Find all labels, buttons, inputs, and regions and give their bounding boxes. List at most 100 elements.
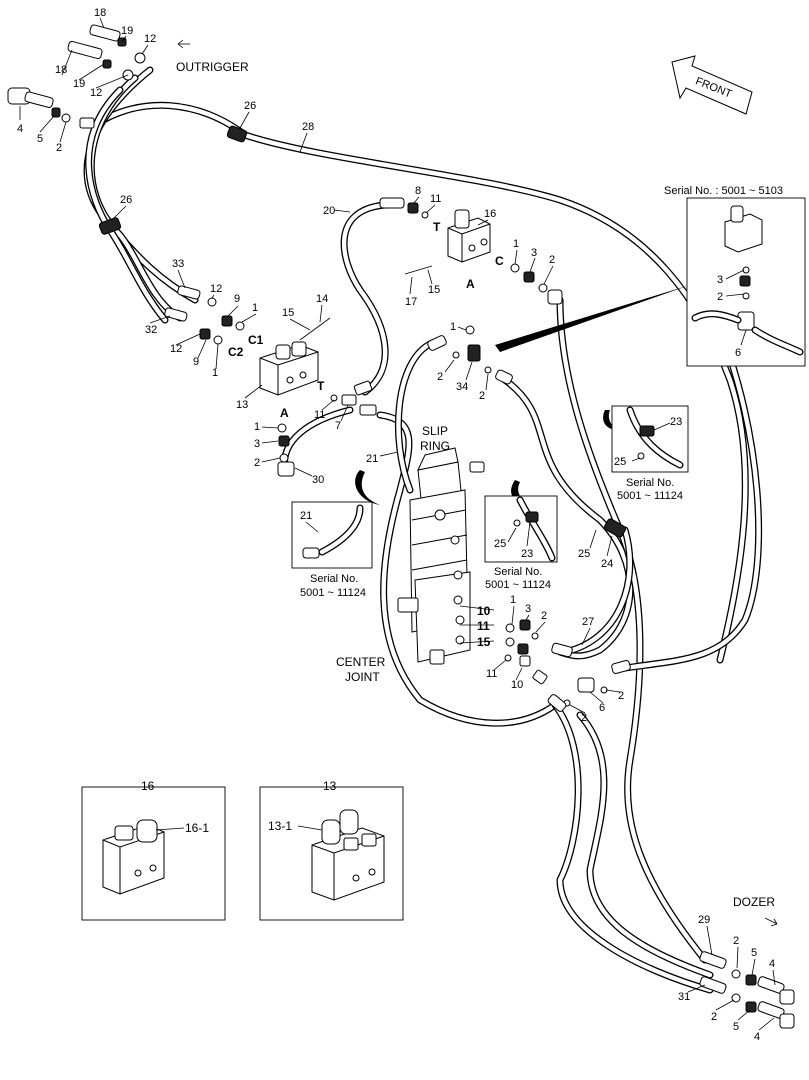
detail-box-16-title: 16: [141, 779, 155, 793]
callout-6: 6: [599, 702, 605, 714]
callout-16: 16: [484, 208, 496, 220]
callout-19: 19: [73, 78, 85, 90]
port-t-13: T: [317, 379, 325, 393]
callout-12: 12: [144, 33, 156, 45]
dozer-label: DOZER: [733, 895, 775, 909]
callout-11: 11: [486, 668, 497, 680]
callout-2: 2: [711, 1011, 717, 1023]
serial-detail-right: [611, 405, 689, 473]
callout-2: 2: [717, 291, 723, 303]
serial-range-mid-2: 5001 ~ 11124: [485, 579, 551, 591]
valve-block-16: [379, 197, 563, 335]
callout-2: 2: [618, 690, 624, 702]
callout-8: 8: [415, 185, 421, 197]
callout-15: 15: [428, 284, 440, 296]
callout-26: 26: [120, 194, 132, 206]
callout-30: 30: [312, 474, 324, 486]
leader-wedge-left: [355, 470, 380, 505]
callout-15: 15: [477, 635, 491, 649]
callout-21: 21: [366, 453, 378, 465]
leader-wedge-right: [603, 410, 618, 430]
callout-28: 28: [302, 121, 314, 133]
callout-18: 18: [55, 64, 67, 76]
callout-2: 2: [581, 712, 587, 724]
callout-10: 10: [477, 604, 491, 618]
callout-25: 25: [494, 538, 506, 550]
outrigger-label: OUTRIGGER: [176, 60, 249, 74]
callout-29: 29: [698, 914, 710, 926]
dozer-fittings: [699, 951, 795, 1029]
front-arrow: FRONT: [671, 55, 753, 115]
leader-lines: [19, 17, 776, 1031]
callout-12: 12: [170, 343, 182, 355]
detail-box-16: [81, 786, 226, 921]
callout-3: 3: [254, 438, 260, 450]
callout-1: 1: [513, 238, 519, 250]
callout-11: 11: [314, 409, 325, 421]
callout-11: 11: [430, 193, 441, 205]
serial-detail-mid: [484, 495, 558, 563]
callout-3: 3: [525, 603, 531, 615]
port-c1-13: C1: [248, 333, 264, 347]
callout-3: 3: [717, 274, 723, 286]
callout-2: 2: [437, 371, 443, 383]
callout-4: 4: [17, 123, 23, 135]
detail-box-13-callout: 13-1: [268, 819, 292, 833]
outrigger-arrow-icon: [177, 39, 190, 49]
serial-range-mid-1: Serial No.: [494, 566, 542, 578]
callout-23: 23: [521, 548, 533, 560]
fittings-33-32: [164, 285, 331, 345]
serial-range-left-2: 5001 ~ 11124: [300, 587, 366, 599]
callout-31: 31: [678, 991, 690, 1003]
callout-23: 23: [670, 416, 682, 428]
clamp-24: [603, 518, 627, 538]
callout-34: 34: [456, 381, 468, 393]
callout-24: 24: [601, 558, 613, 570]
callout-4: 4: [754, 1031, 760, 1043]
callout-1: 1: [252, 302, 258, 314]
detail-box-13-title: 13: [323, 779, 337, 793]
callout-10: 10: [511, 679, 523, 691]
callout-12: 12: [90, 87, 102, 99]
tee-fitting-34: [427, 335, 513, 385]
callout-2: 2: [479, 390, 485, 402]
callout-1: 1: [510, 594, 516, 606]
callout-9: 9: [234, 293, 240, 305]
serial-note-top-right: Serial No. : 5001 ~ 5103: [664, 185, 783, 197]
center-joint-label-1: CENTER: [336, 655, 386, 669]
clamp-26-left: [98, 217, 122, 235]
center-joint-label-2: JOINT: [345, 670, 380, 684]
callout-25: 25: [578, 548, 590, 560]
slip-ring-label-1: SLIP: [422, 424, 448, 438]
callout-13: 13: [236, 399, 248, 411]
outrigger-fittings: [7, 24, 146, 129]
callout-15: 15: [282, 307, 294, 319]
slip-ring-label-2: RING: [420, 439, 450, 453]
serial-range-right-2: 5001 ~ 11124: [617, 490, 683, 502]
callout-7: 7: [335, 420, 341, 432]
callout-2: 2: [56, 142, 62, 154]
callout-11: 11: [477, 619, 490, 633]
callout-5: 5: [733, 1021, 739, 1033]
callout-5: 5: [751, 947, 757, 959]
callout-2: 2: [549, 254, 555, 266]
callout-5: 5: [37, 133, 43, 145]
callout-6: 6: [735, 347, 741, 359]
callout-17: 17: [405, 296, 417, 308]
callout-14: 14: [316, 293, 328, 305]
port-t-16: T: [433, 220, 441, 234]
center-joint: [397, 447, 485, 665]
serial-range-right-1: Serial No.: [626, 477, 674, 489]
valve-block-13: [259, 341, 319, 396]
port-c2-13: C2: [228, 345, 244, 359]
callout-25: 25: [614, 456, 626, 468]
center-joint-fittings: [504, 619, 631, 712]
callout-1: 1: [212, 367, 218, 379]
serial-detail-left: [291, 501, 373, 569]
serial-range-left-1: Serial No.: [310, 573, 358, 585]
port-c-16: C: [495, 254, 504, 268]
callout-32: 32: [145, 324, 157, 336]
callout-numbers: 18 19 12 18 19 12 4 5 2 26 28 26 20 8 11…: [17, 7, 775, 1043]
callout-1: 1: [254, 421, 260, 433]
